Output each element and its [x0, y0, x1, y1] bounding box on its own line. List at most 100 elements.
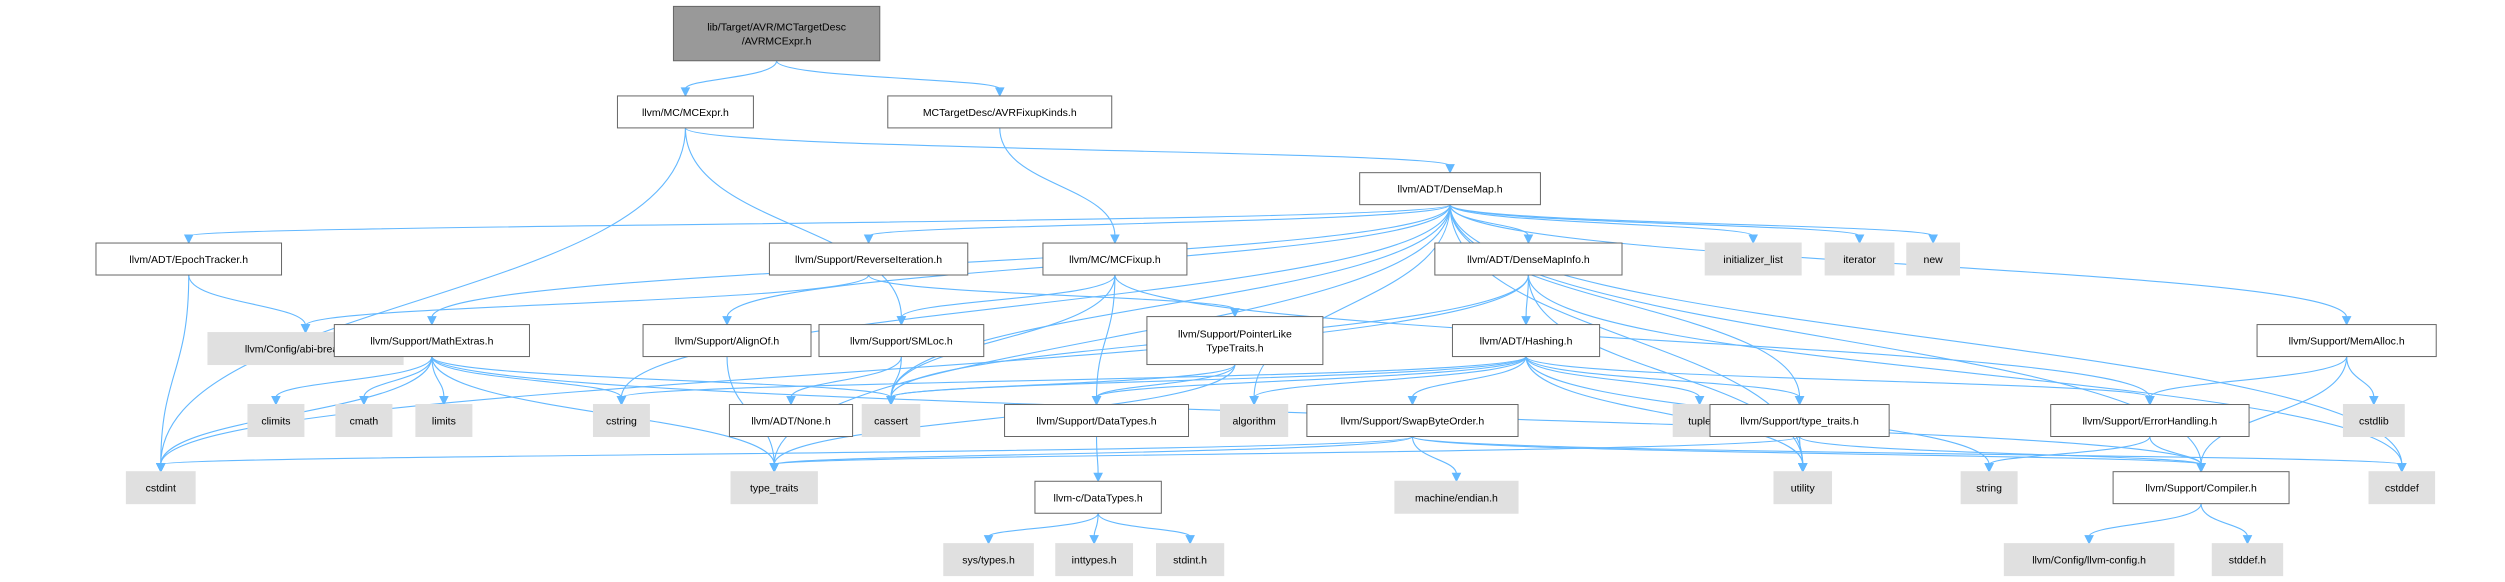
edge-line: [620, 356, 1527, 399]
node-c_datatypes[interactable]: llvm-c/DataTypes.h: [1034, 480, 1162, 514]
node-datatypes[interactable]: llvm/Support/DataTypes.h: [1004, 404, 1190, 437]
edge-arrowhead: [1854, 234, 1865, 245]
node-label: stdint.h: [1173, 555, 1207, 567]
node-epochtracker[interactable]: llvm/ADT/EpochTracker.h: [95, 242, 283, 276]
edge-arrowhead: [271, 396, 281, 406]
node-none[interactable]: llvm/ADT/None.h: [728, 404, 854, 437]
nodes-layer: lib/Target/AVR/MCTargetDesc/AVRMCExpr.h l…: [95, 5, 2437, 577]
node-mcfixup[interactable]: llvm/MC/MCFixup.h: [1042, 242, 1188, 276]
edge-line: [1411, 436, 1457, 475]
edge-arrowhead: [680, 87, 691, 98]
node-box: [1220, 404, 1289, 437]
node-box: [1906, 242, 1961, 276]
edge-epochtracker-to-abibreaking: [188, 274, 311, 334]
node-mathextras[interactable]: llvm/Support/MathExtras.h: [333, 324, 530, 358]
edge-arrowhead: [300, 324, 311, 334]
node-label: llvm/MC/MCFixup.h: [1069, 254, 1161, 266]
edge-line: [684, 60, 778, 90]
edge-mcexpr-to-densemap: [684, 127, 1455, 174]
node-box: [1773, 471, 1833, 505]
node-label: climits: [261, 416, 290, 428]
edge-arrowhead: [2084, 535, 2094, 545]
edge-root-to-fixupkinds: [776, 60, 1005, 98]
edge-line: [2088, 503, 2202, 537]
edge-arrowhead: [1110, 234, 1120, 245]
edge-arrowhead: [863, 234, 874, 245]
node-root[interactable]: lib/Target/AVR/MCTargetDesc/AVRMCExpr.h: [672, 5, 881, 62]
edge-errorhandling-to-string: [1984, 436, 2151, 473]
edge-line: [1093, 513, 1099, 537]
node-compiler[interactable]: llvm/Support/Compiler.h: [2112, 471, 2290, 505]
edge-arrowhead: [1797, 463, 1808, 473]
node-label: llvm/Support/Compiler.h: [2145, 483, 2257, 495]
edge-densemap-to-cstring: [616, 204, 1451, 406]
node-algorithm: algorithm: [1220, 404, 1289, 437]
edge-line: [1095, 364, 1236, 399]
node-iterator: iterator: [1824, 242, 1895, 276]
node-label: llvm/Support/MathExtras.h: [370, 336, 493, 348]
edge-mathextras-to-cstring: [431, 356, 627, 406]
node-errorhandling[interactable]: llvm/Support/ErrorHandling.h: [2050, 404, 2250, 437]
node-typetraits_h[interactable]: llvm/Support/type_traits.h: [1709, 404, 1890, 437]
node-systypes: sys/types.h: [943, 543, 1034, 577]
node-label: llvm/Support/AlignOf.h: [675, 336, 780, 348]
node-fixupkinds[interactable]: MCTargetDesc/AVRFixupKinds.h: [887, 95, 1113, 129]
edge-line: [1449, 204, 1801, 398]
node-label: /AVRMCExpr.h: [742, 36, 812, 48]
node-label: llvm/Config/llvm-config.h: [2032, 555, 2146, 567]
edge-swapbyteorder-to-cstddef: [1411, 436, 2407, 473]
node-label: llvm/Support/SwapByteOrder.h: [1341, 416, 1485, 428]
node-box: [1394, 480, 1519, 514]
node-label: llvm/ADT/Hashing.h: [1480, 336, 1573, 348]
node-hashing[interactable]: llvm/ADT/Hashing.h: [1451, 324, 1601, 358]
node-label: type_traits: [750, 483, 798, 495]
edge-line: [776, 60, 1001, 90]
edge-line: [790, 356, 902, 398]
node-label: tuple: [1688, 416, 1711, 428]
node-smloc[interactable]: llvm/Support/SMLoc.h: [818, 324, 985, 358]
node-cstddef: cstddef: [2368, 471, 2436, 505]
edge-hashing-to-cassert: [886, 356, 1527, 406]
node-stddef: stddef.h: [2211, 543, 2284, 577]
node-label: llvm/ADT/None.h: [751, 416, 831, 428]
node-densemap[interactable]: llvm/ADT/DenseMap.h: [1359, 172, 1541, 206]
node-mcexpr[interactable]: llvm/MC/MCExpr.h: [616, 95, 754, 129]
edge-line: [2149, 356, 2348, 398]
node-label: llvm/Support/ErrorHandling.h: [2082, 416, 2217, 428]
node-box: [1434, 242, 1623, 276]
edge-arrowhead: [2242, 535, 2253, 545]
node-box: [1824, 242, 1895, 276]
edge-root-to-mcexpr: [680, 60, 778, 98]
edge-line: [900, 274, 1116, 318]
edge-line: [1449, 204, 1754, 237]
node-densemapinfo[interactable]: llvm/ADT/DenseMapInfo.h: [1434, 242, 1623, 276]
edge-fixupkinds-to-mcfixup: [999, 127, 1120, 245]
edge-line: [1525, 356, 1701, 398]
node-label: llvm/Support/PointerLike: [1178, 329, 1292, 341]
node-label: llvm/ADT/EpochTracker.h: [129, 254, 248, 266]
edge-line: [1525, 356, 2151, 399]
node-box: [672, 5, 881, 62]
node-box: [1306, 404, 1519, 437]
node-alignof[interactable]: llvm/Support/AlignOf.h: [642, 324, 812, 358]
node-machine_endian: machine/endian.h: [1394, 480, 1519, 514]
node-label: llvm/MC/MCExpr.h: [642, 107, 729, 119]
node-box: [1034, 480, 1162, 514]
edge-line: [1411, 356, 1527, 398]
edge-line: [890, 356, 902, 398]
node-reverseiter[interactable]: llvm/Support/ReverseIteration.h: [768, 242, 969, 276]
node-swapbyteorder[interactable]: llvm/Support/SwapByteOrder.h: [1306, 404, 1519, 437]
edge-swapbyteorder-to-compiler: [1411, 436, 2206, 473]
node-new: new: [1906, 242, 1961, 276]
node-box: [887, 95, 1113, 129]
node-label: llvm/Support/SMLoc.h: [850, 336, 953, 348]
node-box: [1704, 242, 1802, 276]
edge-line: [160, 127, 686, 465]
edge-line: [1411, 436, 2202, 466]
edge-arrowhead: [2145, 396, 2155, 406]
node-memalloc[interactable]: llvm/Support/MemAlloc.h: [2256, 324, 2437, 358]
edge-arrowhead: [994, 87, 1005, 98]
edge-line: [1525, 356, 1804, 465]
edge-swapbyteorder-to-machine_endian: [1411, 436, 1462, 483]
